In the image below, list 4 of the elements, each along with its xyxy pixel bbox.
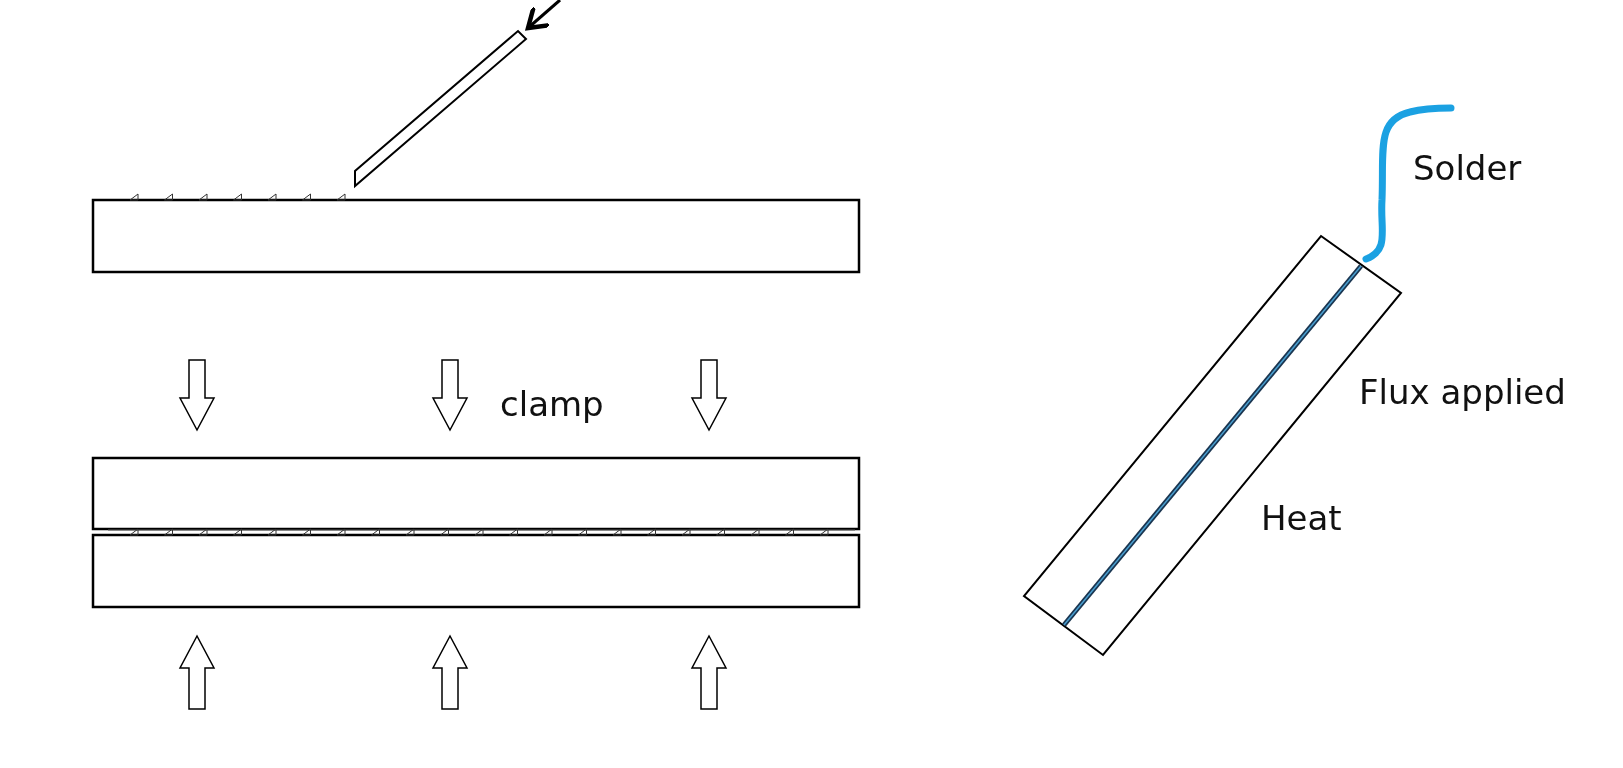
label-text: Heat [1261,500,1342,538]
label-text: Solder [1413,150,1522,188]
label-text: clamp [500,386,604,424]
label-text: Flux applied [1359,374,1566,412]
